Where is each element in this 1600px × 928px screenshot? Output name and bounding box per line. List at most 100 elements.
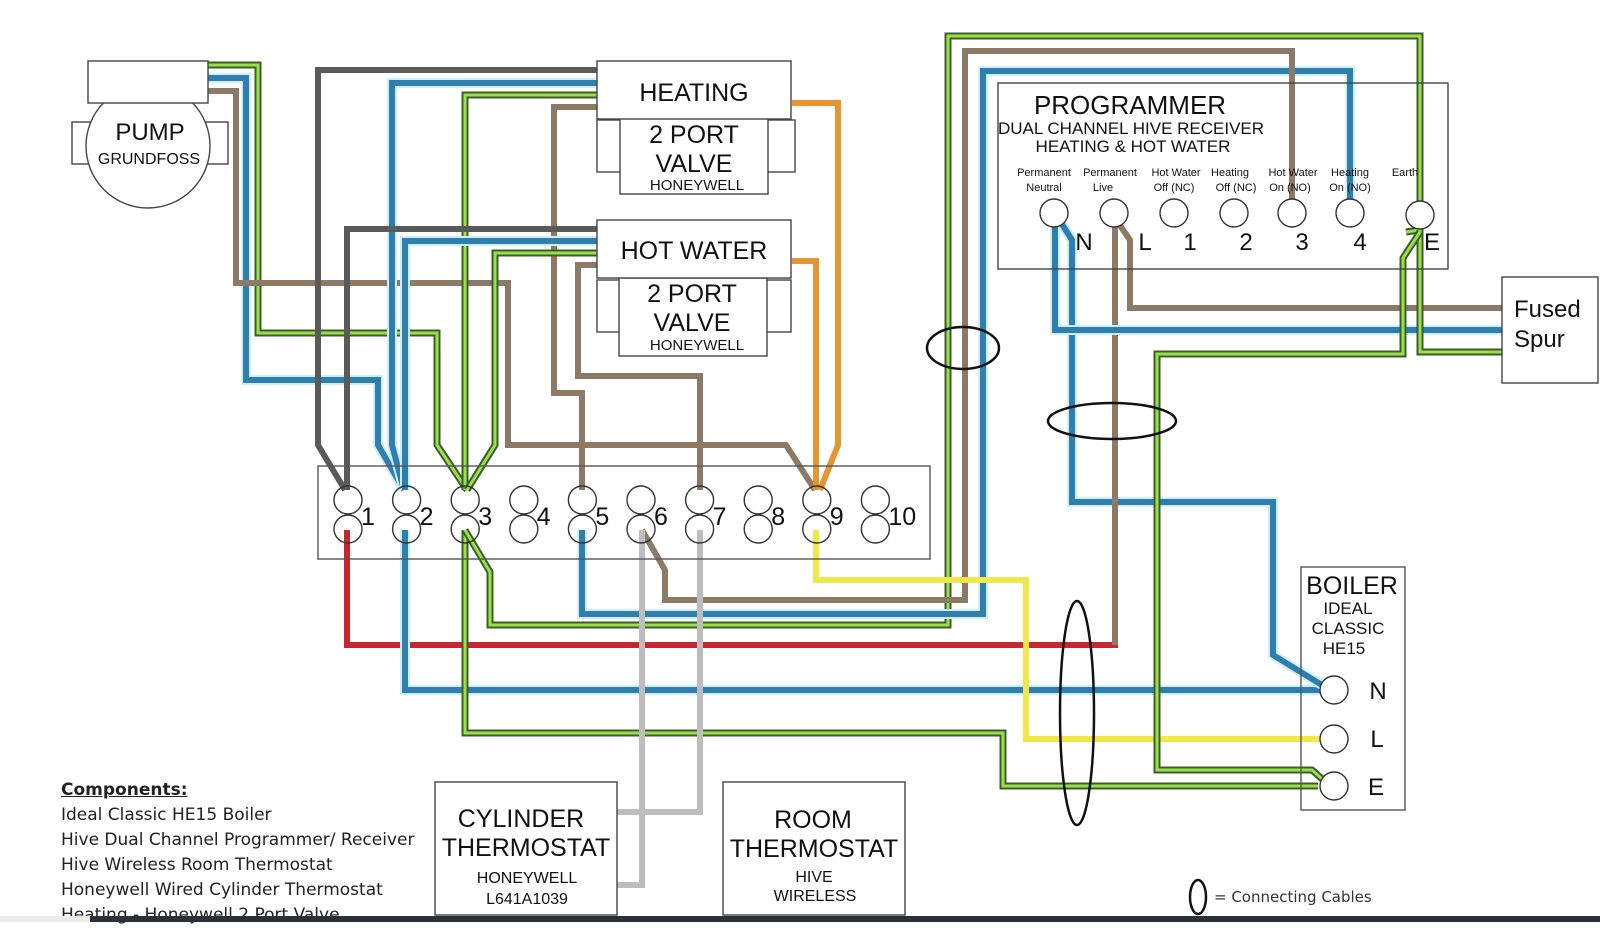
- terminal-circle: [1405, 200, 1435, 230]
- heating-valve-actuator: [619, 117, 769, 195]
- components-item: Hive Wireless Room Thermostat: [61, 855, 333, 875]
- wire-hot-water-valve-live: [575, 262, 703, 490]
- cylinder-thermostat-line2: THERMOSTAT: [442, 834, 611, 862]
- pump-brand: GRUNDFOSS: [98, 151, 200, 168]
- terminal-lower-circle: [450, 514, 480, 544]
- terminal-mark: N: [1075, 229, 1092, 256]
- terminal-mark: N: [1369, 678, 1386, 705]
- terminal-desc: Hot Water: [1268, 167, 1317, 179]
- wire-earth-to-programmer: [461, 32, 1424, 629]
- programmer-terminal-1: Hot Water Off (NC) 1: [1151, 167, 1200, 256]
- terminal-lower-circle: [333, 514, 363, 544]
- terminal-desc: Permanent: [1083, 167, 1137, 179]
- wire-heating-valve-live: [551, 104, 598, 490]
- junction-terminal-10: 10: [860, 485, 916, 544]
- terminal-lower-circle: [626, 514, 656, 544]
- junction-terminal-1: 1: [333, 485, 375, 544]
- wire-pump-neutral: [208, 73, 409, 493]
- pump-terminal-box: [87, 60, 209, 104]
- heating-valve-line2: VALVE: [656, 150, 733, 178]
- programmer-terminal-3: Hot Water On (NO) 3: [1268, 167, 1317, 256]
- cylinder-thermostat-brand: HONEYWELL: [477, 870, 578, 887]
- junction-terminal-label: 10: [888, 503, 916, 531]
- wire-heating-valve-earth: [461, 91, 598, 490]
- junction-terminal-label: 7: [713, 503, 727, 531]
- wire-earth-to-boiler: [461, 530, 1318, 790]
- legend-cable-symbol: [1188, 878, 1208, 916]
- room-thermostat-box: [722, 781, 906, 916]
- boiler-line3: HE15: [1323, 639, 1366, 658]
- terminal-mark: E: [1368, 774, 1384, 801]
- terminal-upper-circle: [567, 485, 598, 515]
- wire-heating-valve-switched-live: [792, 100, 841, 492]
- room-thermostat: ROOM THERMOSTAT HIVE WIRELESS: [722, 781, 906, 916]
- terminal-upper-circle: [743, 485, 773, 515]
- terminal-mark: L: [1138, 229, 1151, 256]
- boiler-terminal-n: N: [1319, 675, 1387, 705]
- junction-terminal-label: 9: [830, 503, 844, 531]
- room-thermostat-line2: THERMOSTAT: [730, 835, 899, 863]
- terminal-lower-circle: [684, 514, 715, 544]
- wires: [208, 32, 1505, 888]
- room-thermostat-brand: HIVE: [795, 869, 832, 886]
- terminal-circle: [1159, 198, 1189, 228]
- terminal-desc: Live: [1093, 182, 1113, 194]
- programmer-terminal-n: Permanent Neutral N: [1017, 167, 1093, 256]
- junction-terminal-label: 1: [361, 503, 375, 531]
- terminal-mark: 3: [1295, 229, 1308, 256]
- terminal-upper-circle: [450, 485, 480, 515]
- boiler-title: BOILER: [1306, 572, 1398, 600]
- cable-marker-programmer-feed: [925, 325, 1001, 371]
- terminal-circle: [1319, 724, 1349, 754]
- fused-spur-box: [1501, 276, 1599, 384]
- cylinder-thermostat: CYLINDER THERMOSTAT HONEYWELL L641A1039: [434, 781, 618, 916]
- programmer-box: [997, 82, 1449, 270]
- terminal-circle: [1099, 198, 1129, 228]
- bottom-edge-dark: [90, 916, 1600, 922]
- terminal-circle: [1219, 198, 1249, 228]
- boiler-line2: CLASSIC: [1312, 619, 1385, 638]
- heating-valve-line1: 2 PORT: [649, 121, 739, 149]
- components-title: Components:: [61, 780, 188, 800]
- legend-label: = Connecting Cables: [1214, 888, 1372, 906]
- terminal-desc: On (NO): [1329, 182, 1371, 194]
- junction-terminal-label: 5: [595, 503, 609, 531]
- programmer-terminal-l: Permanent Live L: [1083, 167, 1152, 256]
- programmer-terminal-4: Heating On (NO) 4: [1329, 167, 1371, 256]
- components-item: Honeywell Wired Cylinder Thermostat: [61, 880, 383, 900]
- wire-hot-water-valve-earth: [464, 249, 598, 492]
- terminal-circle: [1319, 675, 1349, 705]
- wire-programmer-neutral-to-boiler: [1053, 215, 1333, 695]
- terminal-desc: Heating: [1211, 167, 1249, 179]
- hot-water-valve-brand: HONEYWELL: [650, 337, 744, 354]
- terminal-upper-circle: [509, 485, 539, 515]
- junction-terminal-label: 3: [478, 503, 492, 531]
- junction-terminal-9: 9: [802, 485, 844, 544]
- junction-terminal-4: 4: [509, 485, 551, 544]
- pump-title: PUMP: [115, 119, 184, 146]
- boiler-terminal-l: L: [1319, 724, 1384, 754]
- wire-hot-water-valve-switched-live: [792, 258, 819, 490]
- cable-marker-programmer-boiler: [1046, 401, 1178, 441]
- wire-switched-live-to-boiler: [813, 530, 1320, 742]
- terminal-desc: Heating: [1331, 167, 1369, 179]
- pump: PUMP GRUNDFOSS: [71, 60, 229, 209]
- boiler-line1: IDEAL: [1323, 599, 1372, 618]
- room-thermostat-model: WIRELESS: [774, 888, 857, 905]
- terminal-mark: E: [1424, 229, 1440, 256]
- wire-neutral-to-programmer-4: [577, 66, 1355, 619]
- wire-cylinder-thermostat-b: [617, 530, 703, 815]
- wire-heating-valve-neutral: [387, 78, 598, 492]
- heating-valve-head: [596, 60, 792, 120]
- junction-terminal-label: 6: [654, 503, 668, 531]
- programmer-terminal-2: Heating Off (NC) 2: [1211, 167, 1256, 256]
- wire-hot-water-valve-neutral: [400, 236, 598, 490]
- terminal-mark: 2: [1239, 229, 1252, 256]
- terminal-circle: [1319, 771, 1349, 801]
- programmer-title: PROGRAMMER: [1034, 90, 1226, 120]
- wire-programmer-earth-to-boiler: [1153, 230, 1423, 789]
- legend: = Connecting Cables: [1188, 878, 1372, 916]
- boiler: BOILER IDEAL CLASSIC HE15 N L E: [1300, 566, 1406, 811]
